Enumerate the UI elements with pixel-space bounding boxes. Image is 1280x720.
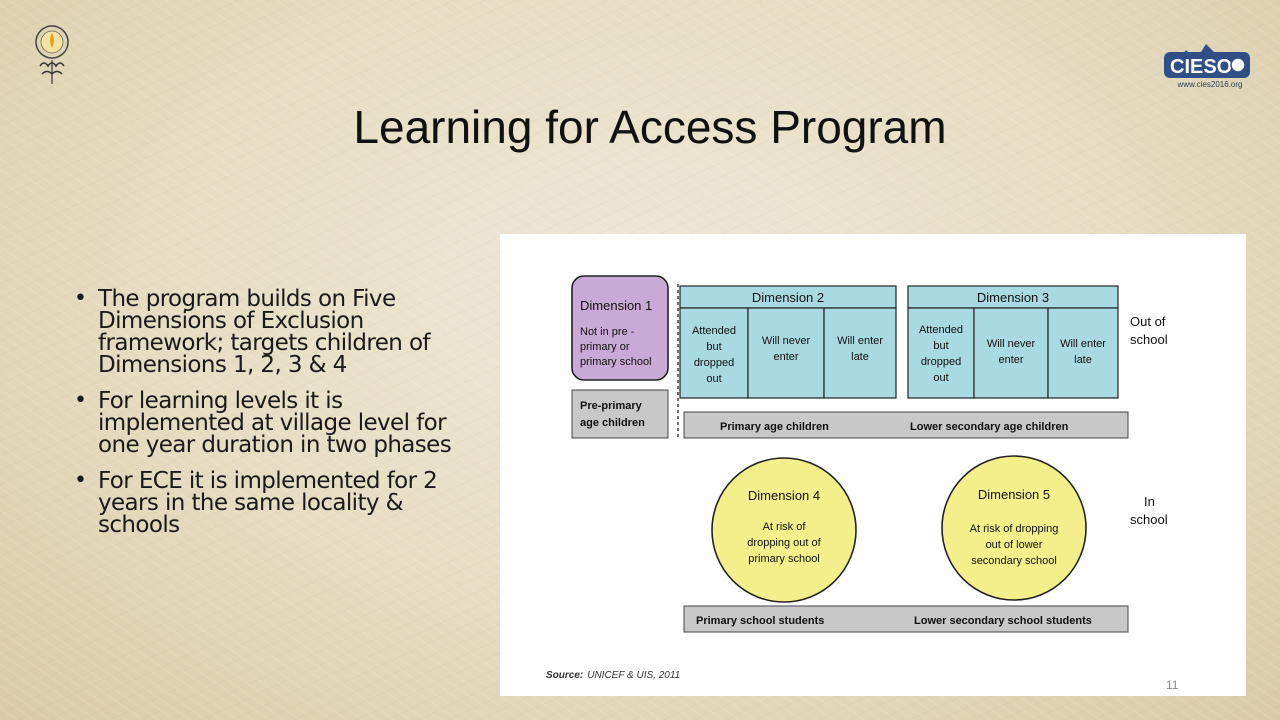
out-of-school-label: Out of: [1130, 314, 1166, 329]
bullet-item: For learning levels it is implemented at…: [70, 390, 480, 457]
dimension3-cell-text: Will never: [987, 338, 1036, 350]
students-bar-left-label: Primary school students: [696, 615, 824, 627]
students-bar: [683, 605, 1129, 633]
in-school-label: In: [1144, 494, 1155, 509]
exclusion-dimensions-figure: Dimension 1 Not in pre - primary or prim…: [500, 234, 1246, 696]
dimension3-cell-text: late: [1074, 354, 1092, 366]
dimension5-circle: [941, 455, 1087, 601]
in-school-label: school: [1130, 512, 1168, 527]
dimension2-cell-text: Will never: [762, 335, 811, 347]
dimensions-diagram: Dimension 1 Not in pre - primary or prim…: [546, 275, 1168, 681]
dimension4-circle: [711, 457, 857, 603]
dimension3-title: Dimension 3: [977, 290, 1049, 305]
dimension3-cell-text: Will enter: [1060, 338, 1106, 350]
dimension5-line: At risk of dropping: [970, 523, 1059, 535]
dimension1-line: Not in pre -: [580, 326, 635, 338]
dimension2-cell-text: out: [706, 373, 721, 385]
cieso-logo: CIESO: [1164, 44, 1250, 78]
age-bar-left-label: Primary age children: [720, 421, 829, 433]
dimension5-title: Dimension 5: [978, 487, 1050, 502]
dimension2-cell-text: enter: [773, 351, 798, 363]
dimension3-cell-text: dropped: [921, 356, 961, 368]
dimension5-line: out of lower: [986, 539, 1043, 551]
dimension1-title: Dimension 1: [580, 298, 652, 313]
students-bar-right-label: Lower secondary school students: [914, 615, 1092, 627]
dimension2-cell-text: Will enter: [837, 335, 883, 347]
dimension1-line: primary or: [580, 341, 630, 353]
dimension4-line: At risk of: [763, 521, 807, 533]
bullet-item: For ECE it is implemented for 2 years in…: [70, 470, 480, 537]
dimension2-cell: [679, 307, 749, 399]
dimension4-line: dropping out of: [747, 537, 821, 549]
preprimary-box: [571, 389, 669, 439]
dimension4-line: primary school: [748, 553, 820, 565]
dimension3-cell: [1047, 307, 1119, 399]
bullet-item: The program builds on Five Dimensions of…: [70, 288, 480, 377]
dimension2-cell-text: dropped: [694, 357, 734, 369]
dimension2-cell: [823, 307, 897, 399]
university-seal-logo: [35, 25, 69, 84]
dimension3-cell-text: but: [933, 340, 948, 352]
age-bar-right-label: Lower secondary age children: [910, 421, 1069, 433]
out-of-school-label: school: [1130, 332, 1168, 347]
dimension1-line: primary school: [580, 356, 652, 368]
source-label-text: UNICEF & UIS, 2011: [587, 670, 680, 681]
dimension3-cell-text: enter: [998, 354, 1023, 366]
cieso-logo-text: CIESO: [1170, 56, 1232, 78]
dimension3-cell-text: out: [933, 372, 948, 384]
dimension5-line: secondary school: [971, 555, 1057, 567]
slide-number: 11: [1166, 678, 1179, 692]
dimension2-title: Dimension 2: [752, 290, 824, 305]
dimension2-cell-text: late: [851, 351, 869, 363]
dimension1-box: [571, 275, 669, 381]
source-label: Source: UNICEF & UIS, 2011: [546, 670, 680, 681]
bullet-list: The program builds on Five Dimensions of…: [70, 288, 480, 550]
dimension2-cell-text: Attended: [692, 325, 736, 337]
dimension3-cell: [907, 307, 975, 399]
dimension3-cell: [973, 307, 1049, 399]
source-label-prefix: Source:: [546, 670, 583, 681]
preprimary-label: Pre-primary: [580, 400, 643, 412]
preprimary-label: age children: [580, 417, 645, 429]
logo-url-text: www.cies2016.org: [1177, 80, 1243, 89]
dimension3-cell-text: Attended: [919, 324, 963, 336]
dimension2-cell-text: but: [706, 341, 721, 353]
dimension4-title: Dimension 4: [748, 488, 820, 503]
slide-title: Learning for Access Program: [353, 101, 947, 153]
age-bar: [683, 411, 1129, 439]
